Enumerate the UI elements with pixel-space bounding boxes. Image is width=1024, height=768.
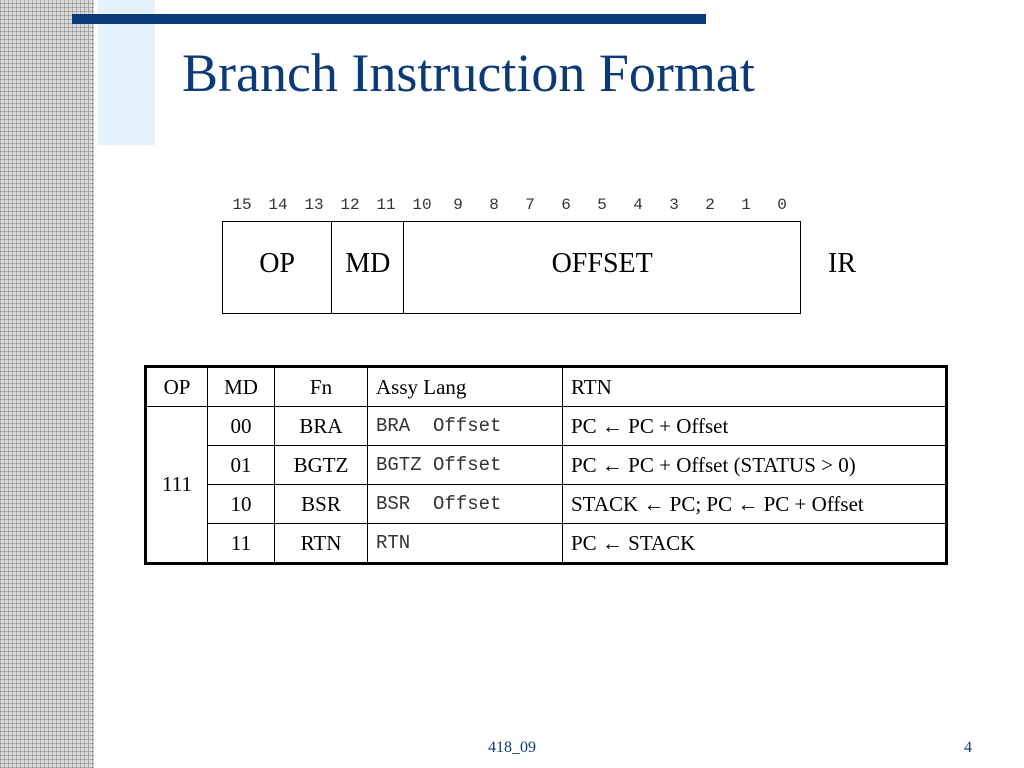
cell-rtn: STACK ← PC; PC ← PC + Offset [562, 484, 947, 524]
ir-field-offset: OFFSET [403, 222, 800, 313]
cell-rtn: PC ← PC + Offset [562, 406, 947, 446]
cell-assy-lang: BGTZ Offset [367, 445, 563, 485]
header-assy-lang: Assy Lang [367, 366, 563, 407]
cell-fn: BRA [274, 406, 368, 446]
grid-pattern-strip [0, 0, 94, 768]
bit-number: 12 [340, 196, 360, 214]
cell-rtn: PC ← PC + Offset (STATUS > 0) [562, 445, 947, 485]
bit-number: 9 [453, 196, 463, 214]
cell-md: 01 [207, 445, 275, 485]
title-accent-bar [72, 14, 706, 24]
bit-number: 10 [412, 196, 432, 214]
cell-assy-lang: RTN [367, 523, 563, 564]
footer-page-number: 4 [964, 739, 972, 756]
bit-number: 14 [268, 196, 288, 214]
cell-md: 10 [207, 484, 275, 524]
bit-number: 7 [525, 196, 535, 214]
footer-course-code: 418_09 [488, 739, 536, 756]
bit-number: 6 [561, 196, 571, 214]
slide-title: Branch Instruction Format [182, 43, 755, 103]
ir-register-label: IR [828, 248, 856, 279]
header-rtn: RTN [562, 366, 947, 407]
cell-fn: BSR [274, 484, 368, 524]
decorative-rectangle [98, 0, 155, 145]
ir-field-md: MD [331, 222, 403, 313]
ir-field-op: OP [259, 247, 295, 279]
cell-fn: RTN [274, 523, 368, 564]
bit-number: 5 [597, 196, 607, 214]
cell-md: 00 [207, 406, 275, 446]
cell-assy-lang: BSR Offset [367, 484, 563, 524]
cell-md: 11 [207, 523, 275, 564]
cell-fn: BGTZ [274, 445, 368, 485]
bit-number: 13 [304, 196, 324, 214]
header-op: OP [145, 366, 208, 407]
bit-number: 0 [777, 196, 787, 214]
bit-number: 11 [376, 196, 396, 214]
bit-number: 8 [489, 196, 499, 214]
cell-rtn: PC ← STACK [562, 523, 947, 564]
cell-op-value: 111 [145, 406, 208, 564]
cell-assy-lang: BRA Offset [367, 406, 563, 446]
bit-number: 3 [669, 196, 679, 214]
bit-number: 15 [232, 196, 252, 214]
bit-number: 4 [633, 196, 643, 214]
bit-number: 2 [705, 196, 715, 214]
header-fn: Fn [274, 366, 368, 407]
table-header-row: OP MD Fn Assy Lang RTN [145, 366, 947, 407]
bit-number: 1 [741, 196, 751, 214]
header-md: MD [207, 366, 275, 407]
